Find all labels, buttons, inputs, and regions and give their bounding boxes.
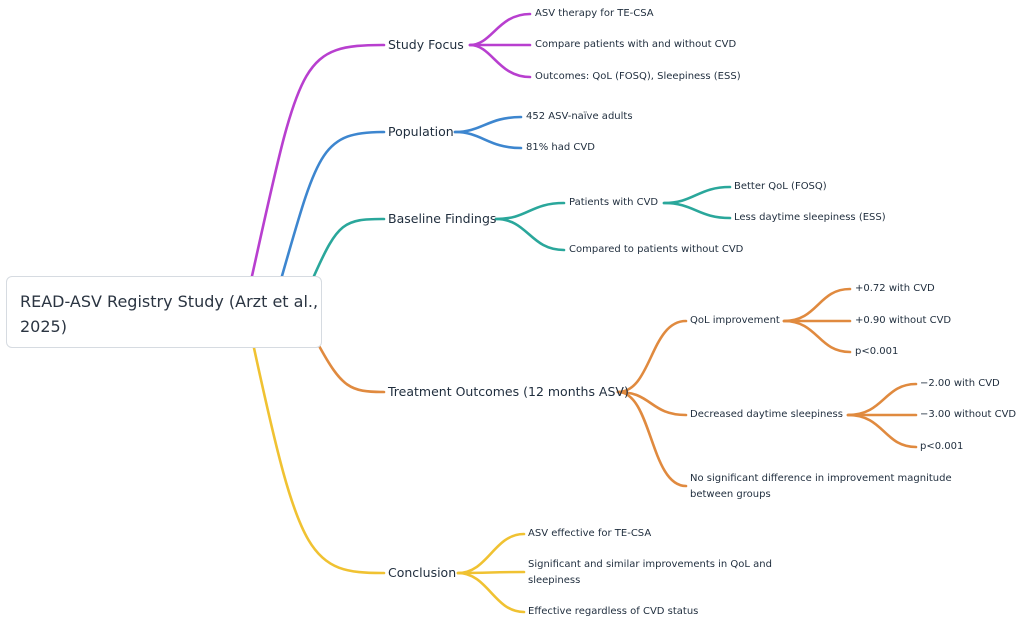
population-item-2[interactable]: 81% had CVD [526, 142, 595, 153]
treatment-sleepiness[interactable]: Decreased daytime sleepiness [690, 409, 843, 420]
treatment-no-difference[interactable]: No significant difference in improvement… [690, 473, 952, 500]
baseline-with-cvd[interactable]: Patients with CVD [569, 197, 659, 208]
edge-sleepiness-item-3 [846, 413, 918, 449]
edge-root-population [280, 130, 386, 278]
edge-qol-item-3 [782, 319, 852, 354]
edge-root-study-focus [250, 43, 386, 278]
edge-baseline-compared [494, 217, 566, 252]
branch-conclusion[interactable]: Conclusion [388, 565, 457, 580]
edge-conclusion-item-3 [456, 571, 526, 614]
edge-root-conclusion [252, 346, 386, 575]
edge-baseline-with-cvd [494, 201, 566, 221]
population-item-1[interactable]: 452 ASV-naïve adults [526, 111, 633, 122]
branch-study-focus[interactable]: Study Focus [388, 37, 464, 52]
with-cvd-item-2[interactable]: Less daytime sleepiness (ESS) [734, 212, 886, 223]
conclusion-item-2[interactable]: Significant and similar improvements in … [528, 559, 772, 586]
qol-item-1[interactable]: +0.72 with CVD [855, 283, 935, 294]
root-node[interactable]: READ-ASV Registry Study (Arzt et al., 20… [6, 276, 322, 348]
conclusion-item-1[interactable]: ASV effective for TE-CSA [528, 528, 652, 539]
edge-treatment-nodiff [616, 390, 688, 488]
edge-study-focus-item-1 [468, 12, 532, 47]
study-focus-item-1[interactable]: ASV therapy for TE-CSA [535, 8, 654, 19]
edge-with-cvd-item-1 [662, 185, 732, 205]
branch-baseline-findings[interactable]: Baseline Findings [388, 211, 497, 226]
edge-population-item-2 [453, 130, 523, 150]
edge-conclusion-item-2 [456, 570, 526, 575]
with-cvd-item-1[interactable]: Better QoL (FOSQ) [734, 181, 827, 192]
edge-treatment-sleepiness [616, 390, 688, 417]
study-focus-item-3[interactable]: Outcomes: QoL (FOSQ), Sleepiness (ESS) [535, 71, 741, 82]
sleepiness-item-3[interactable]: p<0.001 [920, 441, 964, 452]
edge-study-focus-item-3 [468, 43, 532, 79]
edge-population-item-1 [453, 115, 523, 134]
edge-treatment-qol [616, 319, 688, 394]
edge-root-baseline [312, 217, 386, 278]
edge-qol-item-1 [782, 287, 852, 323]
conclusion-item-3[interactable]: Effective regardless of CVD status [528, 606, 699, 617]
treatment-qol[interactable]: QoL improvement [690, 315, 780, 326]
edge-sleepiness-item-1 [846, 382, 918, 417]
edge-with-cvd-item-2 [662, 201, 732, 220]
sleepiness-item-1[interactable]: −2.00 with CVD [920, 378, 1000, 389]
baseline-compared[interactable]: Compared to patients without CVD [569, 244, 744, 255]
edge-root-treatment [316, 342, 386, 394]
study-focus-item-2[interactable]: Compare patients with and without CVD [535, 39, 737, 50]
branch-population[interactable]: Population [388, 124, 454, 139]
sleepiness-item-2[interactable]: −3.00 without CVD [920, 409, 1017, 420]
edge-conclusion-item-1 [456, 532, 526, 575]
qol-item-3[interactable]: p<0.001 [855, 346, 899, 357]
branch-treatment-outcomes[interactable]: Treatment Outcomes (12 months ASV) [388, 384, 629, 399]
qol-item-2[interactable]: +0.90 without CVD [855, 315, 952, 326]
